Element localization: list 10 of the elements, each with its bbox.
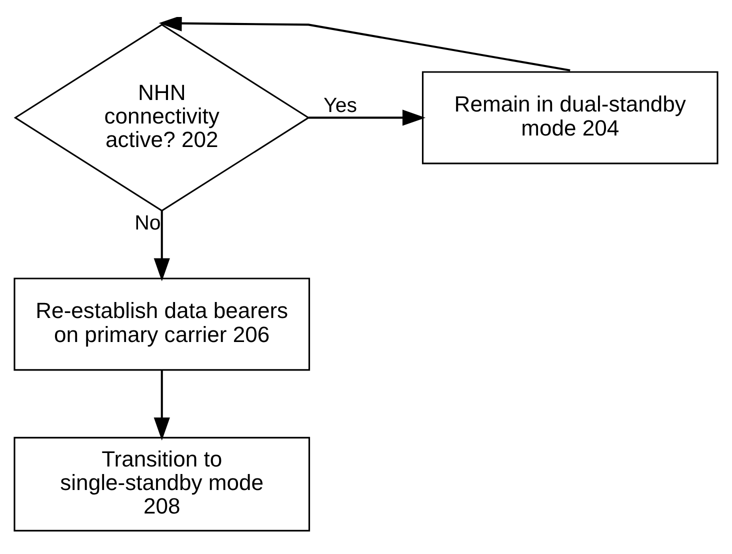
arrow <box>154 210 170 282</box>
node-box: Transition to single-standby mode 208 <box>14 436 310 532</box>
arrow <box>308 110 426 126</box>
node-box: Re-establish data bearers on primary carrier 206 <box>14 278 310 371</box>
edge-label: No <box>134 211 161 234</box>
edge-label: Yes <box>324 94 357 118</box>
arrow <box>158 17 570 72</box>
node-box: Remain in dual-standby mode 204 <box>422 71 718 164</box>
arrow <box>154 370 170 441</box>
node-diamond: NHN connectivity active? 202 <box>14 24 310 212</box>
